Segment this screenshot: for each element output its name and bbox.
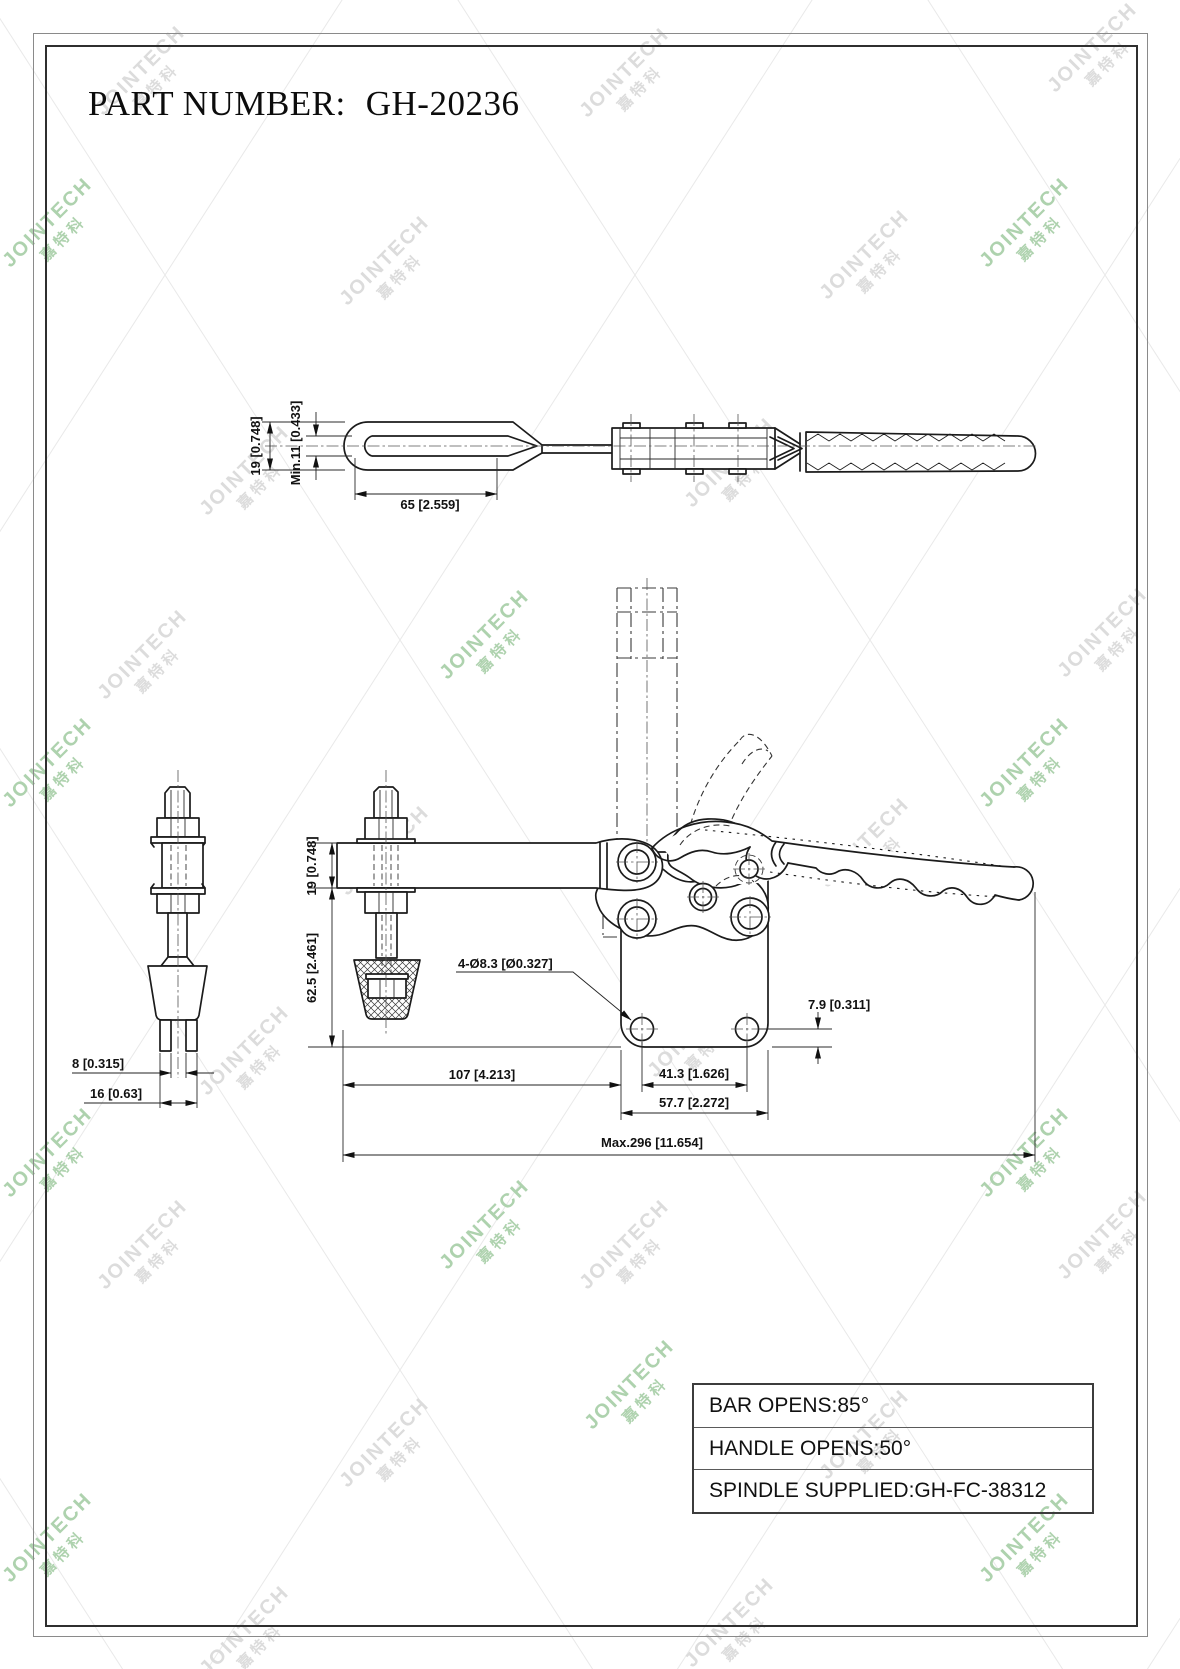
- spec-table: BAR OPENS:85° HANDLE OPENS:50° SPINDLE S…: [692, 1383, 1094, 1514]
- part-number-label: PART NUMBER:: [88, 84, 346, 123]
- front-view-spindle: 8 [0.315] 16 [0.63]: [72, 770, 214, 1108]
- spec-row-bar-opens: BAR OPENS:85°: [694, 1385, 1092, 1427]
- dimension-label: 19 [0.748]: [304, 836, 319, 895]
- dimension-label: 62.5 [2.461]: [304, 933, 319, 1003]
- side-view-main: 19 [0.748] 62.5 [2.461] 4-Ø8.3 [Ø0.327] …: [304, 578, 1036, 1162]
- top-view: 19 [0.748] Min.11 [0.433] 65 [2.559]: [248, 401, 1038, 512]
- page-title: PART NUMBER: GH-20236: [88, 84, 519, 124]
- spec-text: HANDLE OPENS:50°: [709, 1436, 912, 1460]
- dimension-label: 19 [0.748]: [248, 416, 263, 475]
- spec-row-handle-opens: HANDLE OPENS:50°: [694, 1426, 1092, 1470]
- dimension-label: 7.9 [0.311]: [808, 997, 870, 1012]
- part-number-value: GH-20236: [365, 84, 520, 123]
- spec-text: SPINDLE SUPPLIED:GH-FC-38312: [709, 1479, 1047, 1503]
- dimension-label: Min.11 [0.433]: [288, 401, 303, 486]
- dimension-label: 57.7 [2.272]: [659, 1095, 729, 1110]
- spec-text: BAR OPENS:85°: [709, 1393, 870, 1417]
- lattice-line: [676, 887, 1180, 1669]
- dimension-label: 8 [0.315]: [72, 1056, 124, 1071]
- dimension-label: Max.296 [11.654]: [601, 1135, 703, 1150]
- dimension-label: 41.3 [1.626]: [659, 1066, 729, 1081]
- lattice-line: [206, 157, 1180, 1669]
- dimension-label: 65 [2.559]: [400, 497, 459, 512]
- spec-row-spindle-supplied: SPINDLE SUPPLIED:GH-FC-38312: [694, 1469, 1092, 1512]
- lattice-line: [0, 0, 813, 1263]
- dimension-label: 16 [0.63]: [90, 1086, 142, 1101]
- dimension-label: 107 [4.213]: [449, 1067, 516, 1082]
- dimension-label: 4-Ø8.3 [Ø0.327]: [458, 956, 553, 971]
